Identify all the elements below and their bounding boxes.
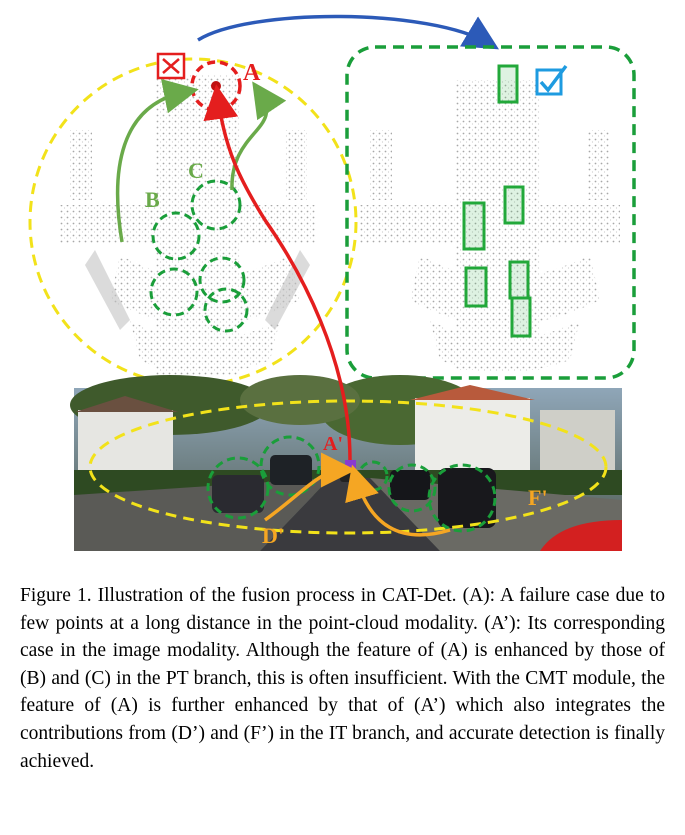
arrow-a-prime-to-a	[203, 84, 352, 461]
detection-box	[462, 201, 486, 251]
check-box-icon	[535, 64, 568, 96]
arrow-f-to-a-prime	[345, 464, 451, 537]
arrow-pt-to-result	[197, 14, 500, 50]
arrow-b-to-a	[115, 78, 199, 243]
neighbour-circle	[149, 267, 199, 317]
image-circle-f	[427, 463, 497, 533]
label-a: A	[243, 60, 261, 86]
camera-image-panel: A' D' F'	[70, 375, 622, 551]
label-a-prime: A'	[323, 433, 343, 455]
label-c: C	[188, 158, 204, 183]
neighbour-circle-c	[190, 179, 242, 231]
cross-box-icon	[156, 52, 186, 80]
detection-box	[503, 185, 525, 225]
neighbour-circle	[203, 287, 249, 333]
right-result-panel	[345, 45, 636, 380]
arrow-d-to-a-prime	[263, 452, 356, 522]
detection-box	[508, 260, 530, 300]
left-point-cloud-panel: A B C	[28, 52, 358, 387]
target-a-circle	[190, 60, 242, 112]
neighbour-circle-b	[151, 211, 201, 261]
it-fusion-region	[88, 399, 608, 535]
neighbour-circle	[198, 256, 246, 304]
neighbour-circles	[149, 179, 249, 333]
point-cloud-scan-right	[360, 80, 620, 373]
label-d-prime: D'	[262, 523, 284, 548]
detection-boxes	[462, 64, 532, 338]
detection-box	[510, 296, 532, 338]
target-a-prime-point	[345, 460, 356, 471]
detection-box	[497, 64, 519, 104]
label-f-prime: F'	[528, 485, 548, 510]
arrow-c-to-a	[230, 81, 287, 191]
fusion-illustration: A B C	[28, 14, 636, 551]
image-circle	[387, 463, 437, 513]
image-circle-d	[206, 456, 270, 520]
result-frame	[345, 45, 636, 380]
car	[270, 455, 312, 485]
image-circle	[259, 435, 321, 497]
car	[438, 468, 496, 528]
red-car	[540, 520, 622, 551]
target-a-point	[211, 81, 221, 91]
point-cloud-scan-left	[60, 75, 315, 375]
car	[390, 470, 430, 500]
detection-box	[464, 266, 488, 308]
figure-caption: Figure 1. Illustration of the fusion pro…	[20, 585, 665, 772]
label-b: B	[145, 187, 160, 212]
car	[212, 475, 264, 513]
